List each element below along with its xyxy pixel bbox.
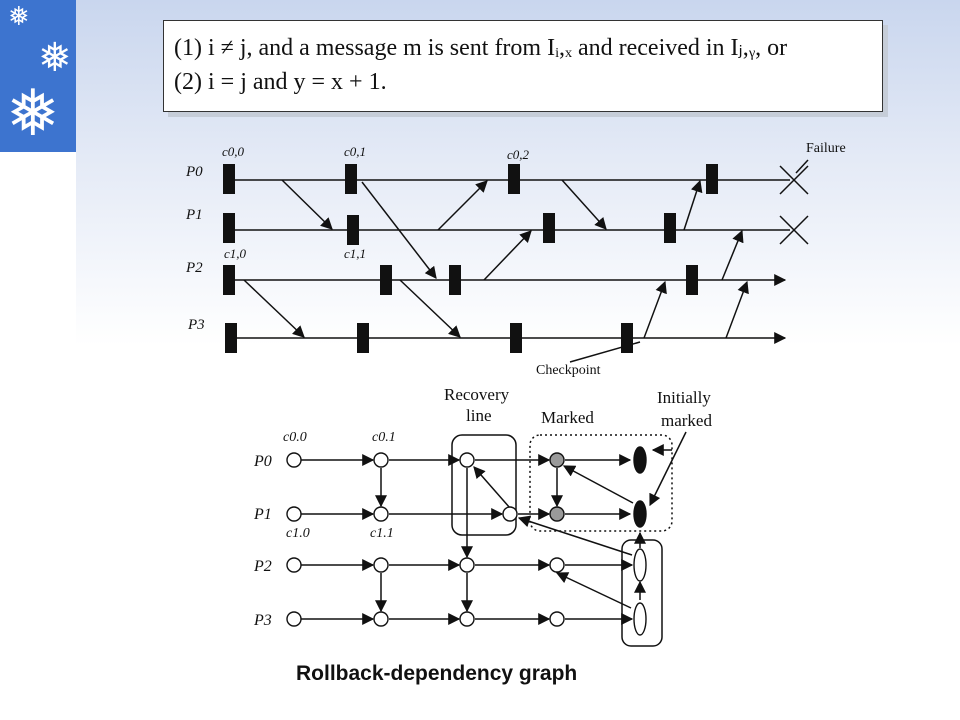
initially-marked-node: [633, 446, 647, 474]
graph-node-label: c0.1: [372, 430, 396, 445]
marked-box: [529, 434, 673, 532]
checkpoint-bar: [223, 213, 235, 243]
graph-node: [633, 602, 647, 636]
checkpoint-bar: [510, 323, 522, 353]
graph-node: [459, 452, 475, 468]
initially-marked-label: marked: [661, 411, 712, 430]
checkpoint-bar: [706, 164, 718, 194]
graph-node: [286, 506, 302, 522]
checkpoint-bar: [543, 213, 555, 243]
checkpoint-bars: [223, 164, 718, 353]
checkpoint-bar: [225, 323, 237, 353]
snowflake-icon: ❅: [8, 2, 30, 32]
recovery-line-box: [451, 434, 517, 536]
message-arrow: [725, 280, 749, 339]
failure-pointer: [795, 159, 809, 174]
checkpoint-bar: [621, 323, 633, 353]
message-arrow: [643, 280, 667, 339]
recovery-line-label: line: [466, 406, 492, 425]
graph-node: [373, 557, 389, 573]
failure-label: Failure: [806, 141, 846, 156]
message-arrow: [683, 179, 703, 231]
checkpoint-bar: [357, 323, 369, 353]
graph-node: [459, 611, 475, 627]
checkpoint-bar: [380, 265, 392, 295]
graph-edge: [562, 465, 634, 504]
graph-node-label: c0.0: [283, 430, 307, 445]
checkpoint-bar: [223, 265, 235, 295]
message-arrow: [483, 230, 532, 281]
recovery-line-label: Recovery: [444, 385, 510, 404]
graph-node: [286, 557, 302, 573]
checkpoint-label: c0,0: [222, 144, 245, 159]
timeline-process-label: P1: [185, 207, 203, 223]
checkpoint-bar: [686, 265, 698, 295]
sidebar: ❅ ❅ ❅: [0, 0, 76, 720]
graph-process-label: P0: [253, 453, 272, 470]
graph-node: [633, 548, 647, 582]
timeline-process-label: P3: [187, 317, 205, 333]
callout-pointer: [649, 431, 687, 507]
checkpoint-label: c0,2: [507, 147, 530, 162]
condition-box: (1) i ≠ j, and a message m is sent from …: [163, 20, 883, 112]
timeline-process-label: P2: [185, 260, 203, 276]
checkpoint-bar: [223, 164, 235, 194]
checkpoint-label: c0,1: [344, 144, 366, 159]
figure-caption: Rollback-dependency graph: [296, 662, 578, 685]
checkpoint-bar: [664, 213, 676, 243]
graph-node: [549, 557, 565, 573]
checkpoint-label: c1,0: [224, 246, 247, 261]
graph-process-label: P2: [253, 558, 272, 575]
snowflake-icon: ❅: [6, 77, 60, 151]
sidebar-accent-panel: ❅ ❅ ❅: [0, 0, 76, 152]
checkpoint-bar: [345, 164, 357, 194]
graph-node: [459, 557, 475, 573]
timeline-process-label: P0: [185, 164, 203, 180]
marked-node: [549, 506, 565, 522]
timeline-diagram: [225, 159, 809, 363]
message-arrow: [399, 279, 461, 338]
marked-label: Marked: [541, 408, 594, 427]
graph-node: [373, 506, 389, 522]
message-arrow: [721, 229, 744, 281]
graph-node: [286, 611, 302, 627]
failure-cross-p0: [779, 165, 809, 195]
graph-edge: [517, 515, 633, 556]
checkpoint-label: c1,1: [344, 246, 366, 261]
graph-node: [286, 452, 302, 468]
graph-node: [373, 452, 389, 468]
graph-edge: [473, 466, 511, 509]
initially-marked-label: Initially: [657, 388, 711, 407]
checkpoint-bar: [347, 215, 359, 245]
message-arrow: [281, 179, 333, 230]
graph-edge: [555, 572, 632, 609]
graph-node-label: c1.1: [370, 526, 394, 541]
graph-node-label: c1.0: [286, 526, 310, 541]
graph-node: [373, 611, 389, 627]
message-arrow: [243, 279, 305, 338]
graph-node: [502, 506, 518, 522]
condition-line-2: (2) i = j and y = x + 1.: [174, 69, 387, 95]
graph-nodes: [286, 446, 647, 636]
message-arrow: [437, 180, 488, 231]
rollback-graph: [301, 431, 687, 647]
checkpoint-bar: [508, 164, 520, 194]
graph-process-label: P3: [253, 612, 272, 629]
message-arrow: [361, 181, 437, 279]
failure-cross-p1: [779, 215, 809, 245]
graph-process-label: P1: [253, 506, 272, 523]
marked-node: [549, 452, 565, 468]
checkpoint-legend-label: Checkpoint: [536, 363, 601, 378]
checkpoint-bar: [449, 265, 461, 295]
initially-marked-node: [633, 500, 647, 528]
condition-line-1: (1) i ≠ j, and a message m is sent from …: [174, 35, 788, 61]
snowflake-icon: ❅: [38, 35, 72, 81]
message-arrow: [561, 179, 607, 230]
graph-node: [549, 611, 565, 627]
